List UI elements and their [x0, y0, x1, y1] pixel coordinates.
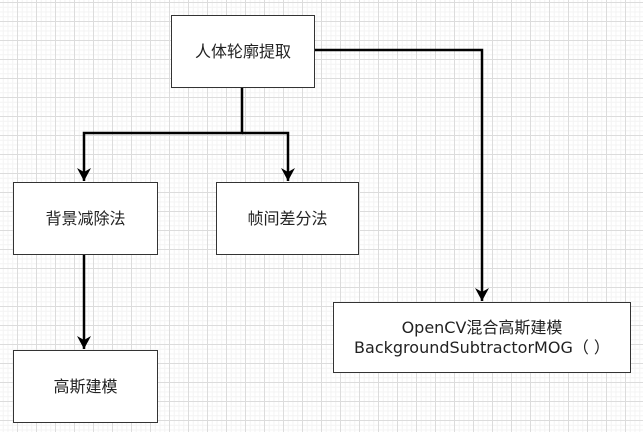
- node-human-contour-extraction[interactable]: 人体轮廓提取: [171, 15, 315, 88]
- edge-root-to-frame-difference: [242, 131, 290, 181]
- node-label: 人体轮廓提取: [194, 41, 291, 61]
- node-label: 高斯建模: [53, 376, 118, 396]
- arrowhead: [475, 288, 489, 301]
- node-background-subtraction[interactable]: 背景减除法: [13, 182, 158, 255]
- node-gaussian-modeling[interactable]: 高斯建模: [13, 350, 158, 423]
- edge-root-to-opencv-mog: [315, 48, 484, 301]
- arrowhead: [77, 336, 91, 349]
- node-frame-difference[interactable]: 帧间差分法: [216, 182, 359, 255]
- node-opencv-mog[interactable]: OpenCV混合高斯建模 BackgroundSubtractorMOG（ ）: [333, 302, 631, 373]
- node-label: 背景减除法: [45, 208, 126, 228]
- node-label-line2: BackgroundSubtractorMOG（ ）: [354, 337, 610, 357]
- arrowhead: [77, 168, 91, 181]
- edge-root-to-background-subtraction: [82, 88, 244, 181]
- node-label: 帧间差分法: [247, 208, 328, 228]
- arrowhead: [281, 168, 295, 181]
- node-label-line1: OpenCV混合高斯建模: [401, 317, 563, 337]
